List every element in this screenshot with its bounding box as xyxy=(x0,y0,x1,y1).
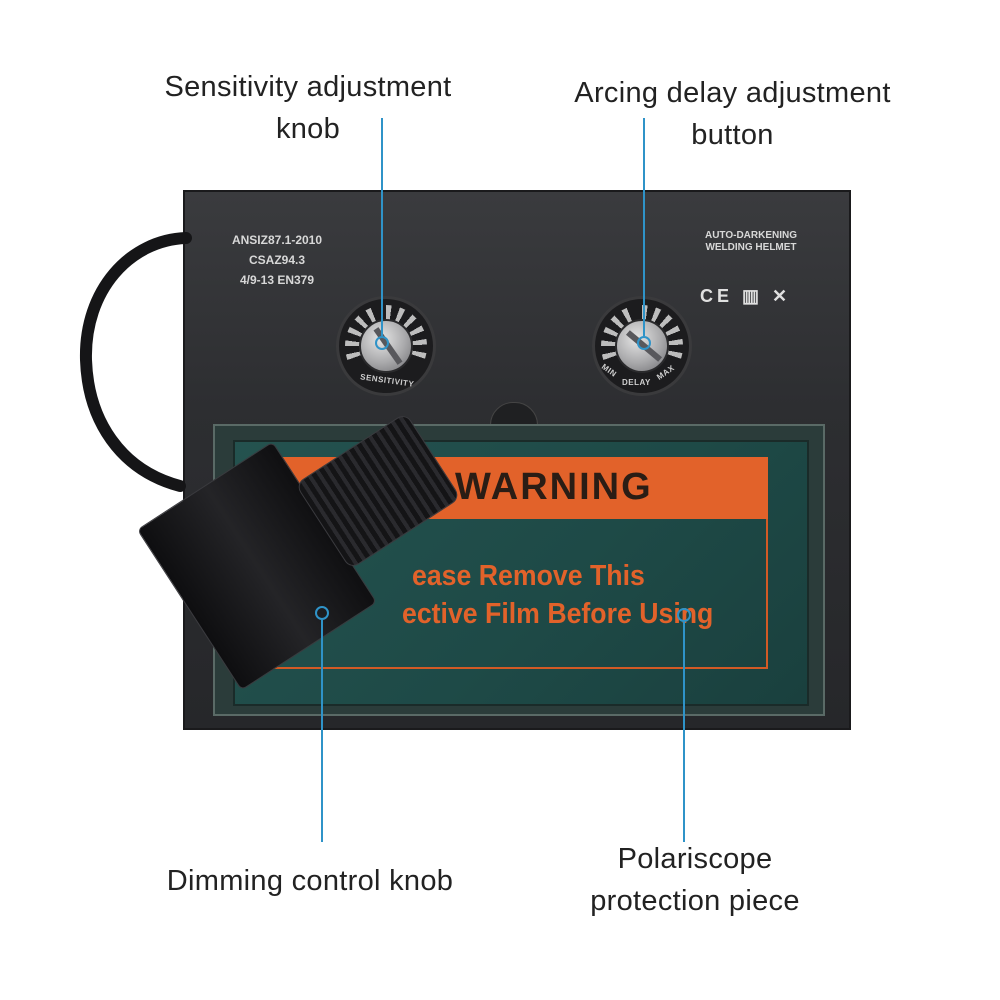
warning-title: WARNING xyxy=(455,466,653,508)
standard-line-2: CSAZ94.3 xyxy=(248,253,306,267)
certification-marks: CE ▥ ✕ xyxy=(700,286,792,306)
delay-leader-line xyxy=(643,118,645,336)
sensitivity-callout-line2: knob xyxy=(275,113,341,145)
delay-center-label: DELAY xyxy=(622,378,651,387)
delay-callout-line2: button xyxy=(691,119,774,151)
polariscope-callout-line2: protection piece xyxy=(590,885,800,917)
dimming-leader-line xyxy=(321,620,323,842)
warning-line-2: ective Film Before Using xyxy=(402,598,714,630)
standards-text: ANSIZ87.1-2010 CSAZ94.3 4/9-13 EN379 xyxy=(212,230,342,290)
sensitivity-callout: Sensitivity adjustment knob xyxy=(128,66,488,150)
brand-line-1: AUTO-DARKENING xyxy=(704,230,798,241)
standard-line-3: 4/9-13 EN379 xyxy=(239,273,315,287)
polariscope-leader-line xyxy=(683,622,685,842)
sensitivity-callout-line1: Sensitivity adjustment xyxy=(164,71,452,103)
polariscope-callout-line1: Polariscope xyxy=(617,843,773,875)
dimming-marker xyxy=(315,606,329,620)
delay-callout-line1: Arcing delay adjustment xyxy=(574,77,891,109)
brand-line-2: WELDING HELMET xyxy=(705,242,797,253)
sensitivity-knob-cap xyxy=(359,319,413,373)
standard-line-1: ANSIZ87.1-2010 xyxy=(231,233,323,247)
sensitivity-marker xyxy=(375,336,389,350)
sensitivity-knob[interactable] xyxy=(336,296,436,396)
sensitivity-leader-line xyxy=(381,118,383,336)
delay-marker xyxy=(637,336,651,350)
warning-line-1: ease Remove This xyxy=(412,560,645,592)
brand-text: AUTO-DARKENING WELDING HELMET xyxy=(676,230,826,254)
polariscope-callout: Polariscope protection piece xyxy=(555,838,835,922)
polariscope-marker xyxy=(677,608,691,622)
delay-knob-cap xyxy=(615,319,669,373)
delay-callout: Arcing delay adjustment button xyxy=(540,72,925,156)
dimming-callout-line1: Dimming control knob xyxy=(166,865,454,897)
dimming-callout: Dimming control knob xyxy=(130,860,490,902)
